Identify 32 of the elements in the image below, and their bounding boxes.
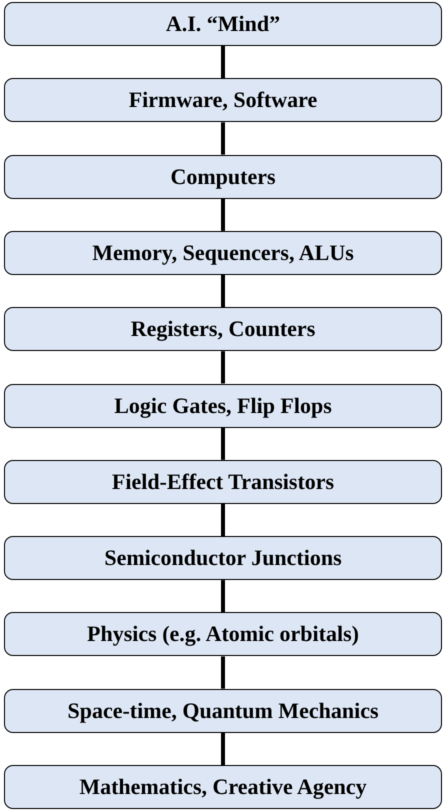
layer-box <box>4 154 442 199</box>
layer-label: Field-Effect Transistors <box>112 468 334 495</box>
layer-label: Firmware, Software <box>128 87 318 114</box>
layer-label: A.I. “Mind” <box>166 11 280 37</box>
layer-box <box>4 78 442 122</box>
layer-label: Memory, Sequencers, ALUs <box>92 240 354 266</box>
layer-box <box>4 307 442 352</box>
layer-box <box>4 536 442 580</box>
connector-line <box>221 656 225 689</box>
connector-line <box>221 580 225 612</box>
layer-label: Physics (e.g. Atomic orbitals) <box>87 621 359 648</box>
connector-line <box>221 274 225 308</box>
layer-label: Computers <box>170 164 276 190</box>
layer-label: Mathematics, Creative Agency <box>79 774 367 800</box>
connector-line <box>221 504 225 536</box>
layer-box <box>4 688 442 733</box>
connector-line <box>221 122 225 155</box>
layer-box <box>4 230 442 275</box>
connector-line <box>221 198 225 231</box>
connector-line <box>221 428 225 460</box>
layer-box <box>4 765 442 809</box>
connector-line <box>221 732 225 765</box>
connector-line <box>221 46 225 78</box>
layer-box <box>4 460 442 504</box>
layer-label: Space-time, Quantum Mechanics <box>67 698 379 724</box>
connector-line <box>221 351 225 384</box>
layer-label: Logic Gates, Flip Flops <box>114 392 332 418</box>
layer-label: Registers, Counters <box>130 316 316 342</box>
layer-box <box>4 384 442 428</box>
layer-label: Semiconductor Junctions <box>104 545 342 572</box>
layer-box <box>4 2 442 46</box>
layer-box <box>4 612 442 656</box>
